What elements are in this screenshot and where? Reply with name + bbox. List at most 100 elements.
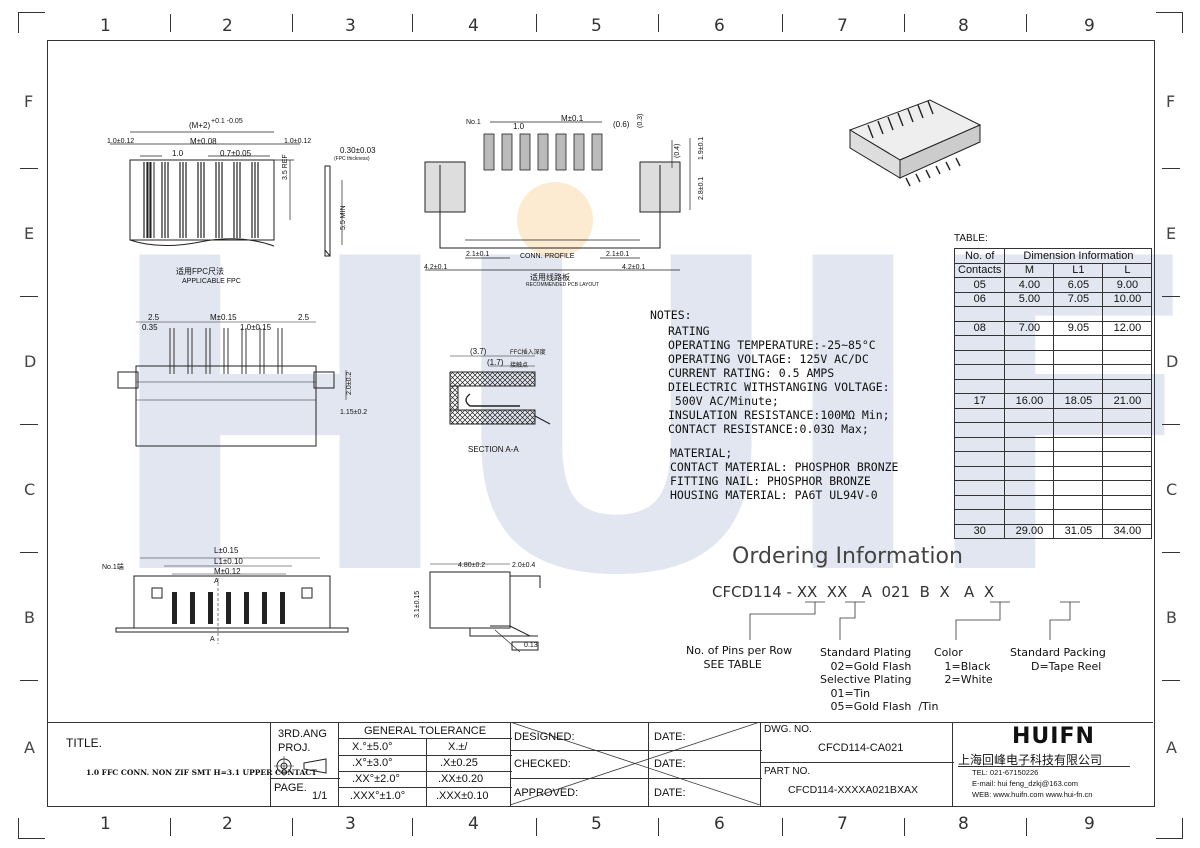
tb-divider xyxy=(952,722,953,807)
pcb-layout-view xyxy=(424,121,691,271)
row-label: C xyxy=(24,480,36,499)
pcb-dim-w21b: 2.1±0.1 xyxy=(606,251,630,258)
tb-divider xyxy=(648,722,649,807)
col-label: 4 xyxy=(468,814,479,834)
row-tick xyxy=(20,424,38,425)
col-label: 7 xyxy=(837,814,848,834)
title-label: TITLE. xyxy=(66,736,103,750)
table-cell xyxy=(1102,407,1153,423)
row-tick xyxy=(20,168,38,169)
table-header: No. of xyxy=(953,248,1006,264)
col-label: 5 xyxy=(591,814,602,834)
front-dim-w25b: 2.5 xyxy=(298,313,310,322)
row-label: B xyxy=(24,608,35,627)
table-cell xyxy=(1004,451,1055,467)
title-block xyxy=(47,722,1153,806)
pcb-dim-w42b: 4.2±0.1 xyxy=(622,264,646,271)
dim-thickness-sub: (FPC thickness) xyxy=(334,156,370,162)
table-cell: 9.00 xyxy=(1102,277,1153,293)
table-row xyxy=(953,306,1153,322)
tb-divider xyxy=(760,722,761,807)
col-label: 5 xyxy=(591,16,602,36)
table-cell xyxy=(1102,451,1153,467)
side-dim-w20: 2.0±0.4 xyxy=(512,562,536,569)
col-label: 3 xyxy=(345,16,356,36)
table-cell xyxy=(953,422,1006,438)
ordering-packing: Standard Packing D=Tape Reel xyxy=(1010,646,1106,673)
note-line: CONTACT RESISTANCE:0.03Ω Max; xyxy=(668,422,869,436)
top-view xyxy=(110,131,343,257)
col-label: 1 xyxy=(100,16,111,36)
pcb-layout-label: 适用线路板 xyxy=(530,273,570,282)
row-tick xyxy=(1162,168,1180,169)
table-cell xyxy=(953,465,1006,481)
table-cell xyxy=(1004,364,1055,380)
table-cell xyxy=(953,378,1006,394)
col-tick xyxy=(782,818,783,836)
iso-3d-view xyxy=(848,99,982,187)
table-cell xyxy=(1004,306,1055,322)
table-cell xyxy=(953,407,1006,423)
table-cell xyxy=(1004,509,1055,525)
tol-cell: .XXX°±1.0° xyxy=(350,790,406,802)
table-cell xyxy=(953,364,1006,380)
table-cell: 5.00 xyxy=(1004,291,1055,307)
col-tick xyxy=(1026,818,1027,836)
dim-total: (M+2) xyxy=(189,121,211,130)
table-header-row: Contacts M L1 L xyxy=(953,262,1153,278)
col-label: 1 xyxy=(100,814,111,834)
col-tick xyxy=(170,14,171,32)
watermark-dot xyxy=(517,182,593,258)
table-row xyxy=(953,494,1153,510)
company-tel: TEL: 021-67150226 xyxy=(972,768,1039,777)
dim-thickness: 0.30±0.03 xyxy=(340,146,376,155)
table-row xyxy=(953,422,1153,438)
table-cell xyxy=(1053,335,1104,351)
dim-total-tol: +0.1 -0.05 xyxy=(211,118,243,125)
col-label: 4 xyxy=(468,16,479,36)
page-label: PAGE. xyxy=(274,782,307,794)
pcb-layout-sub: RECOMMENDED PCB LAYOUT xyxy=(526,282,599,288)
row-tick xyxy=(20,552,38,553)
row-tick xyxy=(20,680,38,681)
tol-cell: .XXX±0.10 xyxy=(436,790,489,802)
row-label: D xyxy=(24,352,37,371)
table-cell xyxy=(953,335,1006,351)
ffc-sub-label: APPLICABLE FPC xyxy=(182,278,241,285)
col-label: 7 xyxy=(837,16,848,36)
part-number: CFCD114-XXXXA021BXAX xyxy=(788,784,918,796)
row-tick xyxy=(1162,424,1180,425)
tb-hline xyxy=(510,750,762,751)
col-label: 8 xyxy=(958,16,969,36)
date-label: DATE: xyxy=(654,758,686,770)
pcb-dim-06: (0.6) xyxy=(613,120,630,129)
col-tick xyxy=(904,818,905,836)
notes-heading: NOTES: xyxy=(650,308,692,322)
table-row xyxy=(953,451,1153,467)
ordering-plating: Standard Plating 02=Gold Flash Selective… xyxy=(820,646,939,713)
front-dim-035: 0.35 xyxy=(142,323,158,332)
ordering-code: CFCD114 - XX XX A 021 B X A X xyxy=(712,583,995,601)
table-cell xyxy=(953,349,1006,365)
company-web: WEB: www.huifn.com www.hui-fn.cn xyxy=(972,790,1093,799)
part-label: PART NO. xyxy=(764,766,811,777)
row-tick xyxy=(1162,552,1180,553)
table-label: TABLE: xyxy=(954,233,988,244)
table-header: L1 xyxy=(1053,262,1104,278)
table-cell: 4.00 xyxy=(1004,277,1055,293)
table-cell xyxy=(953,451,1006,467)
table-header: M xyxy=(1004,262,1055,278)
col-label: 6 xyxy=(714,16,725,36)
table-cell: 06 xyxy=(953,291,1006,307)
table-cell: 30 xyxy=(953,523,1006,539)
col-label: 2 xyxy=(222,814,233,834)
col-tick xyxy=(782,14,783,32)
tb-divider xyxy=(338,722,339,807)
row-tick xyxy=(20,296,38,297)
table-cell: 7.00 xyxy=(1004,320,1055,336)
table-cell xyxy=(1004,480,1055,496)
row-label: A xyxy=(1166,738,1177,757)
table-header: Dimension Information xyxy=(1004,248,1153,264)
tb-hline xyxy=(338,771,512,772)
